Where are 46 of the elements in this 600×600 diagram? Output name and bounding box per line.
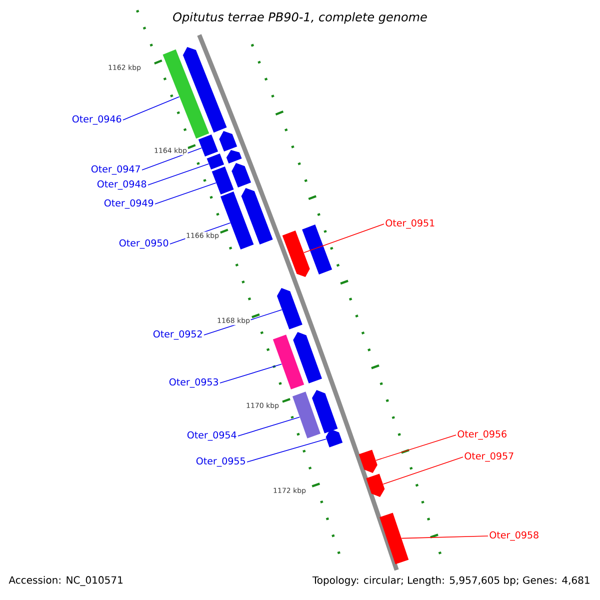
gene-pentagon xyxy=(241,188,273,244)
leader-line xyxy=(154,182,216,204)
gene-pentagon xyxy=(326,429,343,448)
gene-pentagon xyxy=(358,450,378,473)
leader-line xyxy=(382,456,464,485)
leader-line xyxy=(148,163,210,186)
gene-box xyxy=(162,49,210,139)
gene-pentagon xyxy=(312,390,338,434)
gene-pentagon xyxy=(293,332,322,384)
gene-label: Oter_0953 xyxy=(169,378,218,388)
footer-text: Accession: NC_010571 xyxy=(8,576,122,586)
gene-pentagon xyxy=(219,131,238,152)
title: Opitutus terrae PB90-1, complete genome xyxy=(173,12,427,24)
gene-label: Oter_0957 xyxy=(464,452,514,462)
gene-label: Oter_0955 xyxy=(196,457,245,467)
gene-pentagon xyxy=(282,230,310,277)
gene-label: Oter_0947 xyxy=(91,165,140,175)
leader-line xyxy=(246,438,327,462)
gene-pentagon xyxy=(182,47,227,133)
gene-box xyxy=(302,224,332,274)
leader-line xyxy=(220,364,282,384)
gene-label: Oter_0950 xyxy=(119,239,168,249)
gene-pentagon xyxy=(276,288,302,330)
gene-label: Oter_0954 xyxy=(187,431,236,441)
leader-line xyxy=(142,148,202,170)
leader-line xyxy=(238,416,300,436)
leader-line xyxy=(304,224,384,253)
gene-pentagon xyxy=(366,474,385,497)
leader-line xyxy=(122,96,180,120)
gene-box xyxy=(272,334,304,390)
gene-box xyxy=(206,153,224,170)
leader-line xyxy=(401,536,488,539)
gene-label: Oter_0951 xyxy=(386,219,434,229)
leader-line xyxy=(376,434,456,461)
gene-label: Oter_0946 xyxy=(72,115,122,125)
gene-box xyxy=(380,512,409,564)
footer-text: Topology: circular; Length: 5,957,605 bp; Genes: 4,681 xyxy=(312,576,590,586)
gene-label: Oter_0958 xyxy=(490,531,538,541)
gene-box xyxy=(292,392,320,438)
gene-pentagon xyxy=(226,150,242,164)
gene-box xyxy=(220,192,254,250)
gene-label: Oter_0949 xyxy=(104,199,154,209)
gene-label: Oter_0956 xyxy=(458,430,506,440)
gene-label: Oter_0952 xyxy=(153,330,202,340)
gene-label: Oter_0948 xyxy=(97,180,146,190)
gene-box xyxy=(198,134,218,157)
